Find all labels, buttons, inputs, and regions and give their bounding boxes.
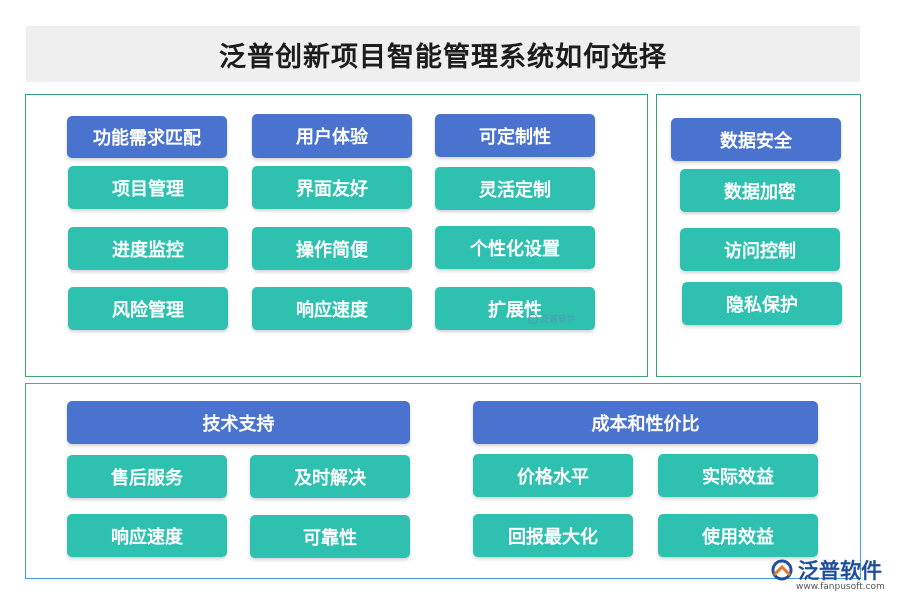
item-flexible-customization: 灵活定制 [435,167,595,210]
item-friendly-interface: 界面友好 [252,166,412,209]
item-personalized-settings: 个性化设置 [435,226,595,269]
item-project-management: 项目管理 [68,166,228,209]
watermark-small: 泛普软件 [528,312,576,325]
header-technical-support: 技术支持 [67,401,410,444]
item-after-sales-service: 售后服务 [67,455,227,498]
item-privacy-protection: 隐私保护 [682,282,842,325]
title-bar: 泛普创新项目智能管理系统如何选择 [26,26,860,82]
item-risk-management: 风险管理 [68,287,228,330]
item-access-control: 访问控制 [680,228,840,271]
brand-logo: 泛普软件 [770,555,882,585]
item-return-maximization: 回报最大化 [473,514,633,557]
header-customizability: 可定制性 [435,114,595,157]
item-easy-operation: 操作简便 [252,227,412,270]
fanpu-logo-icon [528,313,538,324]
item-price-level: 价格水平 [473,454,633,497]
header-function-match: 功能需求匹配 [67,116,227,158]
header-cost-performance: 成本和性价比 [473,401,818,444]
item-timely-resolution: 及时解决 [250,455,410,498]
item-actual-benefit: 实际效益 [658,454,818,497]
item-progress-monitoring: 进度监控 [68,227,228,270]
item-response-speed: 响应速度 [252,287,412,330]
fanpu-logo-icon [770,558,794,582]
item-response-speed-support: 响应速度 [67,514,227,557]
item-usage-benefit: 使用效益 [658,514,818,557]
item-data-encryption: 数据加密 [680,169,840,212]
header-data-security: 数据安全 [671,118,841,161]
item-reliability: 可靠性 [250,515,410,558]
header-user-experience: 用户体验 [252,114,412,158]
brand-name: 泛普软件 [798,559,882,583]
page-title: 泛普创新项目智能管理系统如何选择 [219,41,667,73]
brand-url: www.fanpusoft.com [796,582,885,592]
